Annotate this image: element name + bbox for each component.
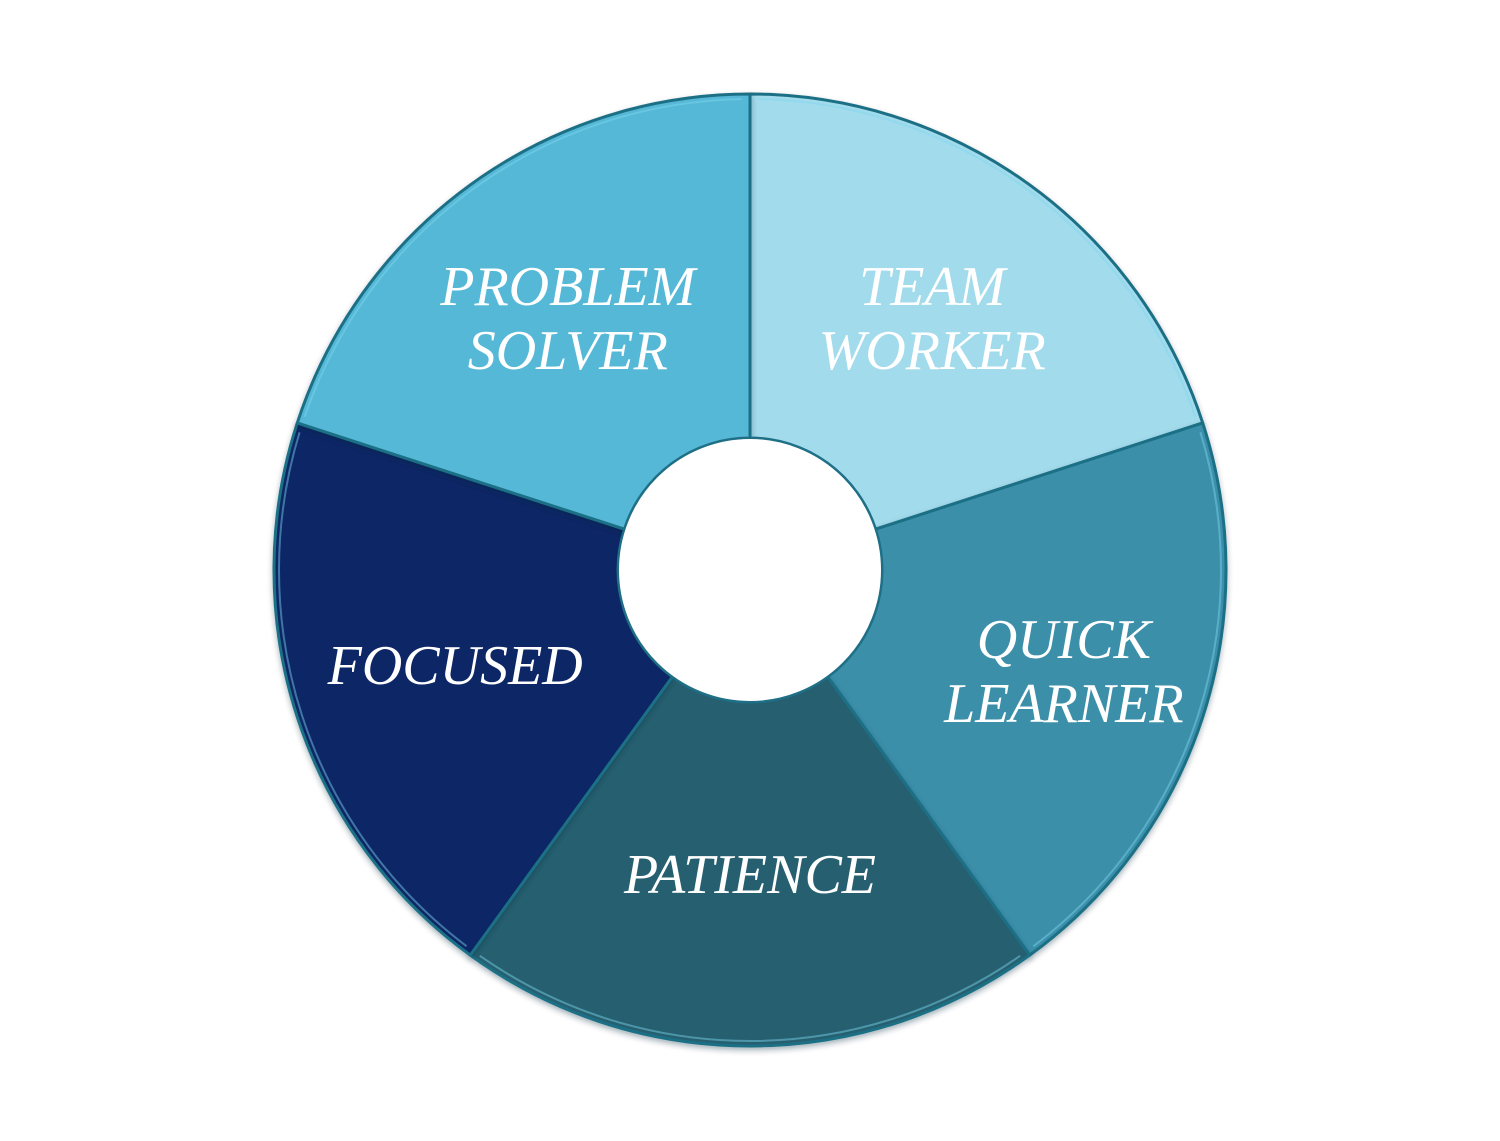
segment-edge-highlight — [479, 955, 1021, 1042]
segment-edge-highlight — [758, 98, 1197, 417]
label-line: PATIENCE — [623, 844, 876, 906]
label-line: SOLVER — [468, 320, 668, 382]
label-line: LEARNER — [943, 673, 1184, 735]
label-line: TEAM — [859, 256, 1009, 318]
segment-edge-highlight — [303, 98, 742, 417]
center-hole — [617, 437, 883, 703]
label-focused: FOCUSED — [327, 635, 583, 697]
label-line: PROBLEM — [439, 256, 698, 318]
label-line: WORKER — [819, 320, 1046, 382]
segment-edge-highlight — [278, 432, 468, 947]
segment-edge-highlight — [1032, 432, 1222, 947]
label-line: FOCUSED — [327, 635, 583, 697]
label-line: QUICK — [977, 609, 1154, 671]
label-patience: PATIENCE — [623, 844, 876, 906]
